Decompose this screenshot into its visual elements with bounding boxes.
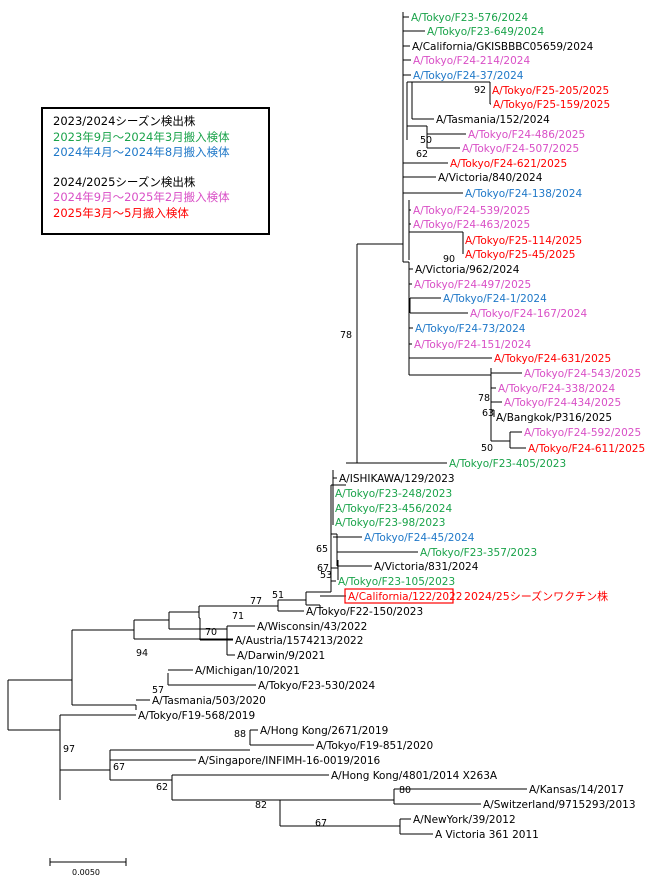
leaf-label: A/Tokyo/F25-205/2025 xyxy=(492,85,609,97)
bootstrap-value: 65 xyxy=(316,544,328,555)
legend-red-period: 2025年3月～5月搬入検体 xyxy=(53,205,189,220)
bootstrap-value: 57 xyxy=(152,685,164,696)
leaf-label: A/Tokyo/F24-486/2025 xyxy=(468,129,585,141)
bootstrap-value: 78 xyxy=(478,393,490,404)
leaf-label: A/Singapore/INFIMH-16-0019/2016 xyxy=(198,755,381,767)
tree-branches xyxy=(7,12,527,835)
leaf-label: A/Tokyo/F24-631/2025 xyxy=(494,353,611,365)
leaf-label: A/Tokyo/F24-611/2025 xyxy=(528,443,645,455)
bootstrap-value: 50 xyxy=(420,135,432,146)
leaf-label: A/Austria/1574213/2022 xyxy=(235,635,363,647)
bootstrap-value: 80 xyxy=(399,785,411,796)
leaf-label: A/Tokyo/F19-851/2020 xyxy=(316,740,433,752)
bootstrap-value: 71 xyxy=(232,611,244,622)
bootstrap-value: 88 xyxy=(234,729,246,740)
leaf-label: A/Tokyo/F24-214/2024 xyxy=(413,55,530,67)
bootstrap-value: 82 xyxy=(255,800,267,811)
leaf-label: A/Tokyo/F23-98/2023 xyxy=(335,517,445,529)
bootstrap-value: 94 xyxy=(136,648,148,659)
leaf-label: A/Tokyo/F24-167/2024 xyxy=(470,308,587,320)
leaf-label: A/Tokyo/F24-463/2025 xyxy=(413,219,530,231)
leaf-label: A/Tokyo/F19-568/2019 xyxy=(138,710,255,722)
leaf-label: A/Tokyo/F23-456/2024 xyxy=(335,503,452,515)
leaf-label: A/Bangkok/P316/2025 xyxy=(496,412,612,424)
scale-bar xyxy=(49,858,127,866)
leaf-label: A Victoria 361 2011 xyxy=(435,829,539,841)
legend-green-period: 2023年9月～2024年3月搬入検体 xyxy=(53,129,230,144)
leaf-label: A/Hong Kong/4801/2014 X263A xyxy=(331,770,498,782)
leaf-label: A/California/GKISBBBC05659/2024 xyxy=(412,41,594,53)
bootstrap-value: 53 xyxy=(320,570,332,581)
leaf-label: A/Victoria/840/2024 xyxy=(438,172,543,184)
bootstrap-value: 67 xyxy=(113,762,125,773)
bootstrap-value: 50 xyxy=(481,443,493,454)
leaf-label: A/Wisconsin/43/2022 xyxy=(257,621,367,633)
leaf-label: A/Tokyo/F24-543/2025 xyxy=(524,368,641,380)
legend-magenta-period: 2024年9月～2025年2月搬入検体 xyxy=(53,190,230,204)
bootstrap-value: 63 xyxy=(482,408,494,419)
leaf-label: A/Tokyo/F24-497/2025 xyxy=(414,279,531,291)
leaf-labels: A/Tokyo/F23-576/2024A/Tokyo/F23-649/2024… xyxy=(138,12,645,841)
leaf-label: A/Tokyo/F24-1/2024 xyxy=(443,293,547,305)
leaf-label: A/Tokyo/F22-150/2023 xyxy=(306,606,423,618)
leaf-label: A/Tokyo/F24-507/2025 xyxy=(462,143,579,155)
leaf-label: A/Tokyo/F24-338/2024 xyxy=(498,383,615,395)
leaf-label: A/Tokyo/F24-73/2024 xyxy=(415,323,526,335)
leaf-label: A/ISHIKAWA/129/2023 xyxy=(339,473,455,485)
scale-bar-label: 0.0050 xyxy=(72,868,100,877)
bootstrap-value: 78 xyxy=(340,330,352,341)
leaf-label: A/NewYork/39/2012 xyxy=(413,814,516,826)
legend-season-2023-2024: 2023/2024シーズン検出株 xyxy=(53,114,196,128)
vaccine-strain-note: 2024/25シーズンワクチン株 xyxy=(464,590,609,603)
leaf-label: A/Tasmania/503/2020 xyxy=(152,695,266,707)
leaf-label: A/Tokyo/F24-621/2025 xyxy=(450,158,567,170)
legend-blue-period: 2024年4月～2024年8月搬入検体 xyxy=(53,145,230,159)
bootstrap-value: 90 xyxy=(443,254,455,265)
legend-season-2024-2025: 2024/2025シーズン検出株 xyxy=(53,174,196,189)
bootstrap-value: 62 xyxy=(416,149,428,160)
leaf-label: A/Tokyo/F23-248/2023 xyxy=(335,488,452,500)
leaf-label: A/Tokyo/F23-405/2023 xyxy=(449,458,566,470)
bootstrap-value: 77 xyxy=(250,596,262,607)
leaf-label: A/Tokyo/F25-45/2025 xyxy=(465,249,575,261)
bootstrap-value: 92 xyxy=(474,85,486,96)
bootstrap-value: 70 xyxy=(205,627,217,638)
bootstrap-value: 51 xyxy=(272,590,284,601)
leaf-label: A/Tokyo/F23-357/2023 xyxy=(420,547,537,559)
bootstrap-value: 67 xyxy=(315,818,327,829)
leaf-label: A/Tokyo/F25-159/2025 xyxy=(493,99,610,111)
leaf-label: A/Hong Kong/2671/2019 xyxy=(260,725,388,737)
leaf-label: A/Tokyo/F24-151/2024 xyxy=(414,339,531,351)
leaf-label: A/California/122/2022 xyxy=(348,591,462,603)
bootstrap-value: 97 xyxy=(63,744,75,755)
leaf-label: A/Tokyo/F24-434/2025 xyxy=(504,397,621,409)
leaf-label: A/Tokyo/F23-530/2024 xyxy=(258,680,375,692)
bootstrap-value: 62 xyxy=(156,782,168,793)
leaf-label: A/Tokyo/F23-576/2024 xyxy=(411,12,528,24)
leaf-label: A/Kansas/14/2017 xyxy=(529,784,624,796)
leaf-label: A/Tasmania/152/2024 xyxy=(436,114,550,126)
leaf-label: A/Switzerland/9715293/2013 xyxy=(483,799,636,811)
legend-box: 2023/2024シーズン検出株 2023年9月～2024年3月搬入検体 202… xyxy=(41,107,270,235)
vaccine-strain-box xyxy=(344,588,454,604)
leaf-label: A/Tokyo/F23-649/2024 xyxy=(427,26,544,38)
leaf-label: A/Tokyo/F24-138/2024 xyxy=(465,188,582,200)
leaf-label: A/Tokyo/F23-105/2023 xyxy=(338,576,455,588)
leaf-label: A/Victoria/962/2024 xyxy=(415,264,520,276)
leaf-label: A/Tokyo/F24-37/2024 xyxy=(413,70,524,82)
leaf-label: A/Tokyo/F24-539/2025 xyxy=(413,205,530,217)
leaf-label: A/Tokyo/F24-592/2025 xyxy=(524,427,641,439)
leaf-label: A/Tokyo/F25-114/2025 xyxy=(465,235,582,247)
bootstrap-labels: 9250629078786350655367517771709457889767… xyxy=(63,85,494,829)
bootstrap-value: 67 xyxy=(317,563,329,574)
leaf-label: A/Michigan/10/2021 xyxy=(195,665,300,677)
leaf-label: A/Darwin/9/2021 xyxy=(237,650,325,662)
leaf-label: A/Tokyo/F24-45/2024 xyxy=(364,532,475,544)
leaf-label: A/Victoria/831/2024 xyxy=(374,561,479,573)
